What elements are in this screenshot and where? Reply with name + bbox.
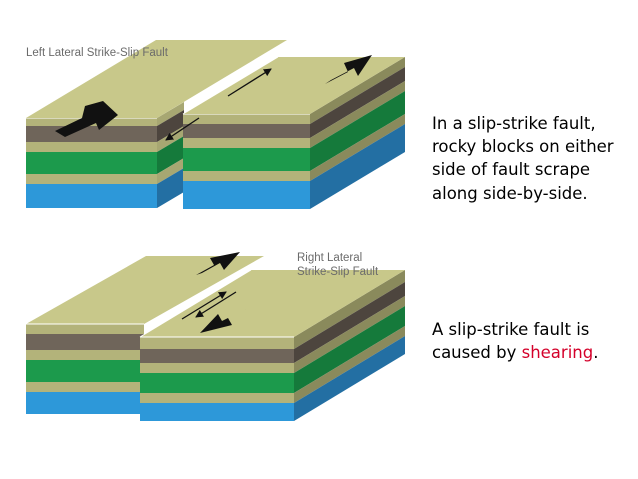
slip-arrow-down [165, 117, 200, 141]
left-block-motion-arrow [55, 101, 118, 137]
left-lateral-fault-block [26, 40, 405, 209]
back-block-front-face [26, 324, 144, 414]
front-block-front-face [140, 337, 294, 421]
left-block-top-face [26, 40, 287, 118]
right-block-motion-arrow [325, 55, 372, 84]
right-lateral-label-line2: Strike-Slip Fault [297, 266, 379, 278]
cause-paragraph: A slip-strike fault is caused by shearin… [432, 318, 632, 364]
cause-period: . [593, 343, 599, 363]
right-block-front-face [183, 113, 310, 209]
left-lateral-label: Left Lateral Strike-Slip Fault [26, 47, 168, 59]
front-block-side-face [294, 270, 405, 421]
shearing-highlight: shearing [521, 343, 594, 363]
cause-text: A slip-strike fault is caused by [432, 320, 590, 363]
slip-arrow-up [227, 68, 272, 97]
right-lateral-label: Right Lateral Strike-Slip Fault [297, 251, 397, 279]
right-lateral-label-line1: Right Lateral [297, 252, 363, 264]
right-block-side-face [310, 57, 405, 209]
front-block-motion-arrow [200, 309, 246, 333]
front-block-top-face [140, 270, 405, 337]
description-paragraph: In a slip-strike fault, rocky blocks on … [432, 114, 614, 203]
back-block-top-face [26, 256, 264, 324]
slip-arrow-up-right [181, 291, 227, 320]
right-block-top-face [183, 57, 405, 114]
left-block-front-face [26, 117, 157, 208]
slip-arrow-down-left [195, 291, 237, 318]
back-block-motion-arrow [196, 252, 240, 275]
left-block-side-face [157, 102, 184, 208]
right-lateral-fault-block [26, 252, 405, 421]
